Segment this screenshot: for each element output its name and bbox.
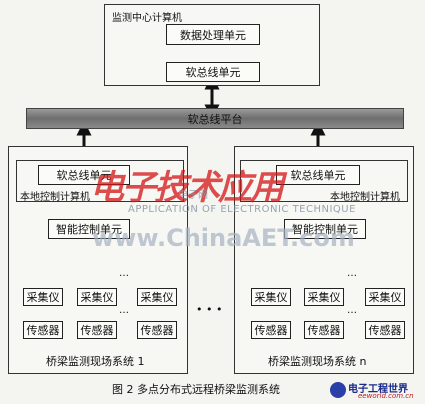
right-collector-2: 采集仪	[304, 288, 344, 306]
left-local-computer-label: 本地控制计算机	[20, 192, 90, 203]
left-collector-3: 采集仪	[137, 288, 177, 306]
monitoring-center-title: 监测中心计算机	[112, 13, 182, 24]
left-smart-control-unit: 智能控制单元	[48, 219, 130, 239]
watermark-brand: 电子技术应用	[90, 168, 284, 208]
right-collector-3: 采集仪	[365, 288, 405, 306]
right-smart-control-unit: 智能控制单元	[284, 219, 366, 239]
eeworld-logo-url: eeworld.com.cn	[358, 392, 414, 400]
right-sensor-1: 传感器	[251, 321, 291, 339]
left-collector-2: 采集仪	[77, 288, 117, 306]
eeworld-logo-text: 电子工程世界	[348, 384, 408, 395]
eeworld-logo: 电子工程世界 eeworld.com.cn	[330, 380, 422, 402]
right-collector-ellipsis: …	[347, 268, 357, 279]
top-softbus-unit: 软总线单元	[166, 62, 260, 82]
watermark-subtitle: APPLICATION OF ELECTRONIC TECHNIQUE	[128, 204, 356, 215]
right-local-computer-label: 本地控制计算机	[330, 192, 400, 203]
data-processing-unit: 数据处理单元	[166, 24, 260, 45]
figure-caption: 图 2 多点分布式远程桥梁监测系统	[112, 383, 280, 396]
left-sensor-ellipsis: …	[119, 305, 129, 316]
eeworld-logo-mark	[330, 382, 346, 398]
right-system-caption: 桥梁监测现场系统 n	[268, 355, 367, 368]
watermark-url: www.ChinaAET.com	[92, 224, 355, 252]
right-sensor-ellipsis: …	[347, 305, 357, 316]
watermark-cn-small: 电子网	[178, 190, 208, 201]
left-system-caption: 桥梁监测现场系统 1	[46, 355, 145, 368]
left-softbus-unit: 软总线单元	[38, 165, 130, 185]
right-softbus-unit: 软总线单元	[276, 165, 360, 185]
left-sensor-2: 传感器	[77, 321, 117, 339]
right-sensor-3: 传感器	[365, 321, 405, 339]
softbus-platform: 软总线平台	[26, 108, 404, 129]
right-collector-1: 采集仪	[251, 288, 291, 306]
left-collector-1: 采集仪	[23, 288, 63, 306]
left-collector-ellipsis: …	[119, 268, 129, 279]
left-sensor-1: 传感器	[23, 321, 63, 339]
right-sensor-2: 传感器	[304, 321, 344, 339]
left-sensor-3: 传感器	[137, 321, 177, 339]
middle-ellipsis: • • •	[196, 303, 223, 316]
